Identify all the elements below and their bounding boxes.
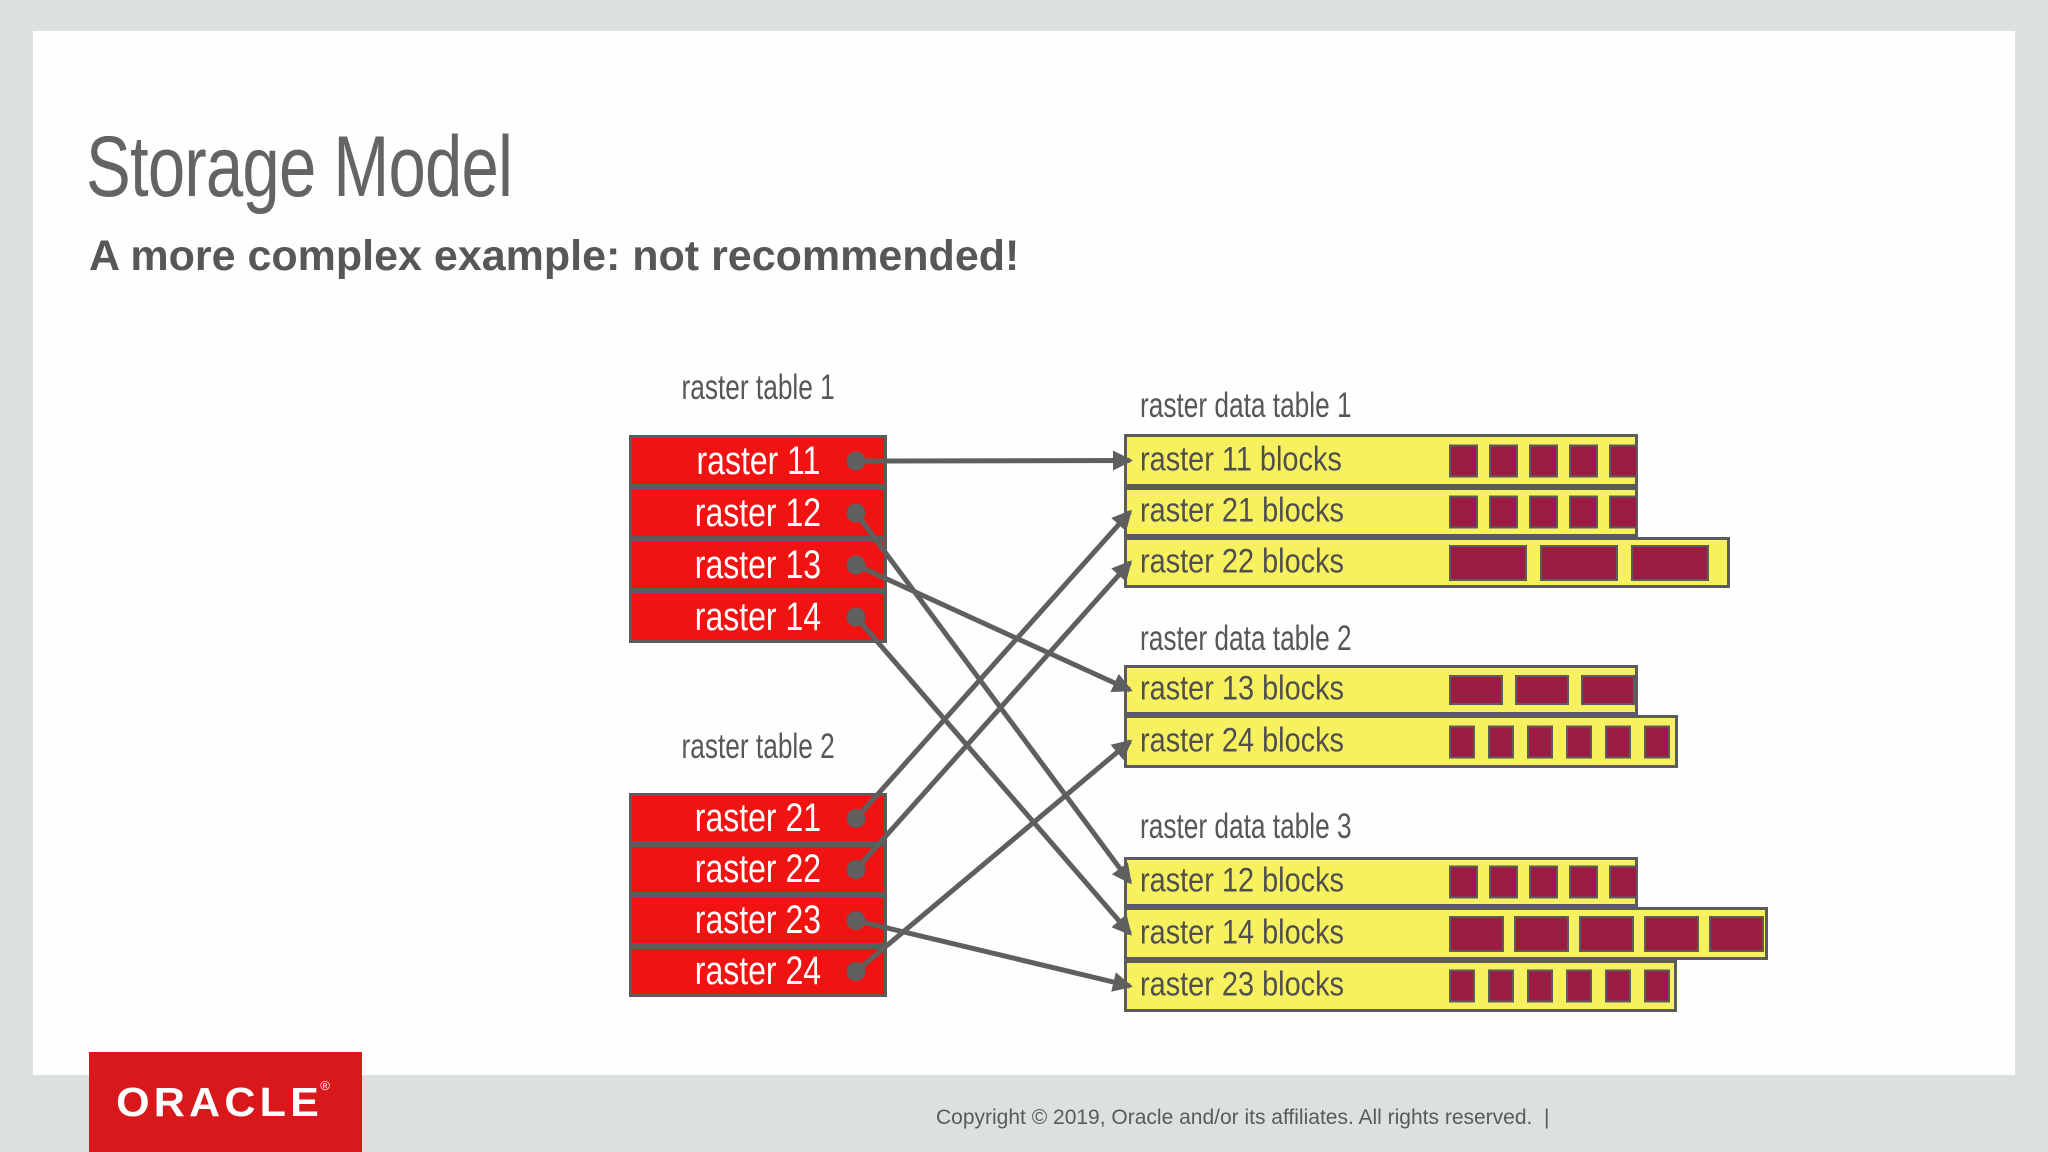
data-row-label: raster 24 blocks — [1140, 721, 1344, 760]
data-block-icon — [1489, 495, 1518, 529]
block-group — [1449, 495, 1649, 529]
block-group — [1449, 865, 1649, 899]
block-group — [1449, 544, 1722, 581]
data-block-icon — [1569, 865, 1598, 899]
table-label-text: raster data table 1 — [1140, 386, 1352, 425]
oracle-logo: ORACLE® — [89, 1052, 362, 1152]
raster-14-row: raster 14 — [629, 591, 887, 643]
data-block-icon — [1529, 444, 1558, 477]
raster-23-blocks-row: raster 23 blocks — [1124, 960, 1677, 1012]
data-block-icon — [1631, 544, 1709, 581]
raster-data-table-3-label: raster data table 3 — [1140, 807, 1422, 847]
data-row-label: raster 14 blocks — [1140, 913, 1344, 952]
block-group — [1449, 915, 1774, 952]
data-block-icon — [1579, 915, 1634, 952]
page-title: Storage Model — [86, 119, 513, 215]
raster-23-row: raster 23 — [629, 895, 887, 946]
data-block-icon — [1514, 915, 1569, 952]
data-block-icon — [1529, 495, 1558, 529]
block-group — [1449, 444, 1649, 477]
data-block-icon — [1605, 969, 1631, 1003]
data-row-label: raster 13 blocks — [1140, 669, 1344, 708]
raster-24-row: raster 24 — [629, 946, 887, 997]
raster-13-row: raster 13 — [629, 539, 887, 591]
raster-row-label: raster 24 — [694, 949, 822, 993]
page-subtitle: A more complex example: not recommended! — [89, 232, 1020, 280]
data-block-icon — [1605, 725, 1631, 758]
raster-table-1-label: raster table 1 — [629, 368, 887, 408]
data-block-icon — [1488, 969, 1514, 1003]
raster-row-label: raster 13 — [694, 542, 822, 587]
data-row-label: raster 22 blocks — [1140, 542, 1344, 581]
raster-12-blocks-row: raster 12 blocks — [1124, 857, 1638, 907]
registered-mark-icon: ® — [320, 1078, 330, 1093]
data-block-icon — [1609, 865, 1638, 899]
data-block-icon — [1449, 495, 1478, 529]
data-block-icon — [1644, 915, 1699, 952]
raster-14-blocks-row: raster 14 blocks — [1124, 907, 1768, 960]
table-label-text: raster table 2 — [681, 727, 835, 766]
data-block-icon — [1515, 675, 1569, 705]
data-row-label: raster 21 blocks — [1140, 491, 1344, 530]
data-block-icon — [1569, 495, 1598, 529]
data-block-icon — [1449, 915, 1504, 952]
table-label-text: raster table 1 — [681, 368, 835, 407]
data-block-icon — [1449, 865, 1478, 899]
data-block-icon — [1609, 444, 1638, 477]
data-block-icon — [1449, 969, 1475, 1003]
data-block-icon — [1529, 865, 1558, 899]
raster-row-label: raster 14 — [694, 594, 822, 639]
data-block-icon — [1449, 544, 1527, 581]
data-block-icon — [1449, 675, 1503, 705]
raster-data-table-1-label: raster data table 1 — [1140, 386, 1422, 426]
raster-row-label: raster 11 — [696, 438, 820, 483]
data-block-icon — [1609, 495, 1638, 529]
raster-11-blocks-row: raster 11 blocks — [1124, 434, 1638, 487]
data-block-icon — [1709, 915, 1764, 952]
copyright-text: Copyright © 2019, Oracle and/or its affi… — [936, 1106, 1550, 1129]
data-block-icon — [1488, 725, 1514, 758]
data-block-icon — [1527, 725, 1553, 758]
table-label-text: raster data table 3 — [1140, 807, 1352, 846]
block-group — [1449, 675, 1647, 705]
raster-12-row: raster 12 — [629, 487, 887, 539]
data-block-icon — [1644, 969, 1670, 1003]
raster-row-label: raster 22 — [694, 847, 822, 891]
raster-table-2-label: raster table 2 — [629, 727, 887, 767]
raster-24-blocks-row: raster 24 blocks — [1124, 715, 1678, 768]
block-group — [1449, 725, 1683, 758]
raster-11-row: raster 11 — [629, 435, 887, 487]
raster-row-label: raster 12 — [694, 490, 822, 535]
data-block-icon — [1489, 865, 1518, 899]
raster-21-row: raster 21 — [629, 793, 887, 844]
data-block-icon — [1644, 725, 1670, 758]
raster-21-blocks-row: raster 21 blocks — [1124, 487, 1638, 537]
data-block-icon — [1566, 725, 1592, 758]
oracle-logo-text: ORACLE — [116, 1078, 324, 1125]
raster-row-label: raster 21 — [694, 796, 822, 840]
raster-data-table-2-label: raster data table 2 — [1140, 619, 1422, 659]
data-row-label: raster 11 blocks — [1140, 440, 1342, 479]
raster-row-label: raster 23 — [694, 898, 822, 942]
data-block-icon — [1489, 444, 1518, 477]
raster-13-blocks-row: raster 13 blocks — [1124, 665, 1638, 715]
data-row-label: raster 23 blocks — [1140, 965, 1344, 1004]
data-block-icon — [1581, 675, 1635, 705]
data-block-icon — [1449, 725, 1475, 758]
table-label-text: raster data table 2 — [1140, 619, 1352, 658]
block-group — [1449, 969, 1683, 1003]
data-block-icon — [1540, 544, 1618, 581]
data-block-icon — [1449, 444, 1478, 477]
raster-22-row: raster 22 — [629, 844, 887, 895]
data-block-icon — [1527, 969, 1553, 1003]
data-block-icon — [1569, 444, 1598, 477]
data-row-label: raster 12 blocks — [1140, 861, 1344, 900]
data-block-icon — [1566, 969, 1592, 1003]
raster-22-blocks-row: raster 22 blocks — [1124, 537, 1730, 588]
